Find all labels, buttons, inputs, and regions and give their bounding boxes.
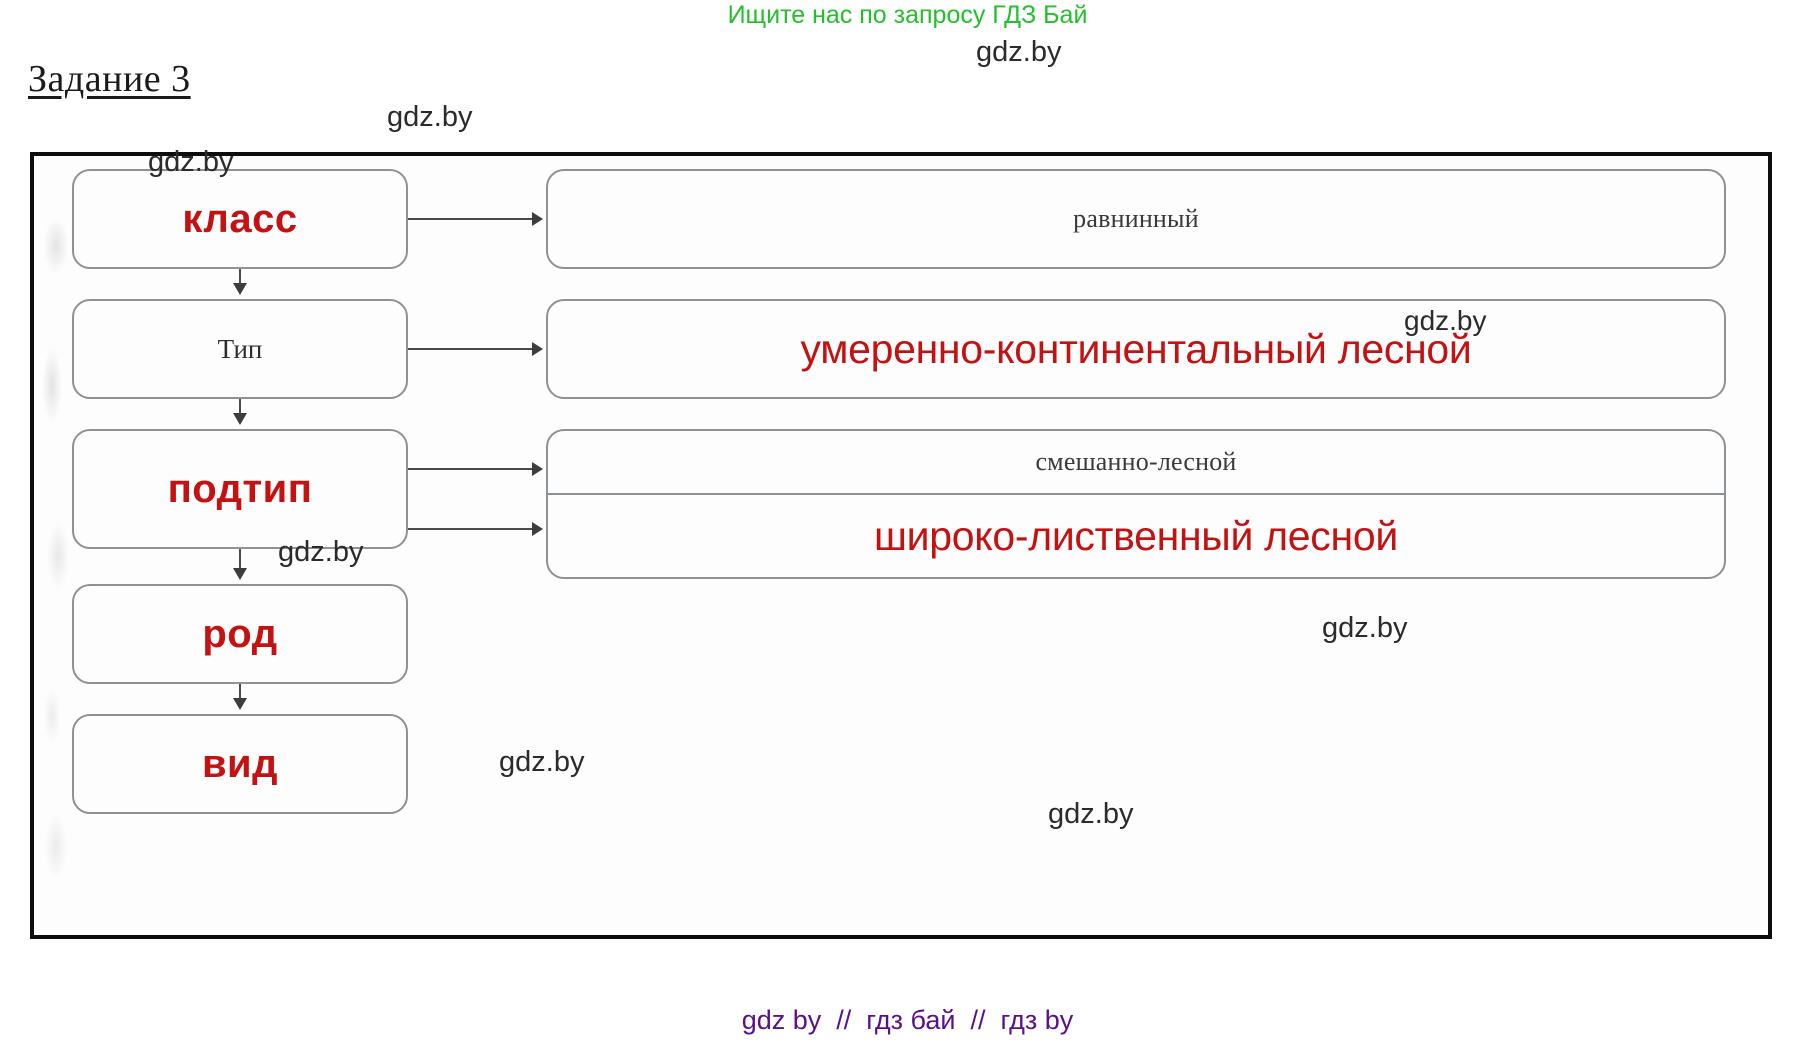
connector-subtype-to-mixed (408, 468, 534, 470)
arrow-subtype-to-broadleaf (532, 522, 543, 536)
connector-class-to-plain (408, 218, 534, 220)
rank-label-subtype: подтип (167, 466, 313, 511)
rank-label-class: класс (182, 196, 298, 241)
connector-type-to-subtype (239, 399, 241, 417)
footer-watermark: gdz by // гдз бай // гдз by (741, 1005, 1074, 1035)
value-label-plain: равнинный (1073, 204, 1199, 233)
value-box-moderate-continental-forest: умеренно-континентальный лесной (546, 299, 1726, 399)
connector-subtype-to-broadleaf (408, 528, 534, 530)
connector-class-to-type (239, 269, 241, 287)
connector-genus-to-species (239, 684, 241, 702)
value-row-mixed-forest: смешанно-лесной (548, 431, 1724, 495)
value-label-mixed-forest: смешанно-лесной (1035, 447, 1237, 476)
value-label-broadleaf-forest: широко-лиственный лесной (874, 512, 1398, 559)
scan-artifact (34, 156, 80, 939)
arrow-class-to-plain (532, 212, 543, 226)
arrow-genus-to-species (233, 698, 247, 710)
rank-box-species: вид (72, 714, 408, 814)
worksheet-scan-frame: класс Тип подтип род вид равнинный умере… (30, 152, 1772, 939)
rank-label-type: Тип (217, 333, 263, 364)
arrow-type-to-subtype (233, 413, 247, 425)
value-box-subtype-group: смешанно-лесной широко-лиственный лесной (546, 429, 1726, 579)
arrow-class-to-type (233, 283, 247, 295)
rank-label-genus: род (202, 611, 278, 656)
watermark-gdzby: gdz.by (387, 101, 473, 133)
watermark-gdzby: gdz.by (976, 36, 1062, 68)
rank-box-genus: род (72, 584, 408, 684)
value-row-broadleaf-forest: широко-лиственный лесной (548, 495, 1724, 577)
value-label-moderate-continental-forest: умеренно-континентальный лесной (800, 325, 1472, 372)
rank-box-class: класс (72, 169, 408, 269)
arrow-subtype-to-genus (233, 568, 247, 580)
arrow-type-to-value (532, 342, 543, 356)
rank-box-type: Тип (72, 299, 408, 399)
page-title: Задание 3 (28, 58, 191, 100)
value-box-plain: равнинный (546, 169, 1726, 269)
arrow-subtype-to-mixed (532, 462, 543, 476)
connector-type-to-value (408, 348, 534, 350)
rank-box-subtype: подтип (72, 429, 408, 549)
site-promo-banner: Ищите нас по запросу ГДЗ Бай (727, 1, 1088, 29)
rank-label-species: вид (201, 741, 279, 786)
connector-subtype-to-genus (239, 549, 241, 572)
